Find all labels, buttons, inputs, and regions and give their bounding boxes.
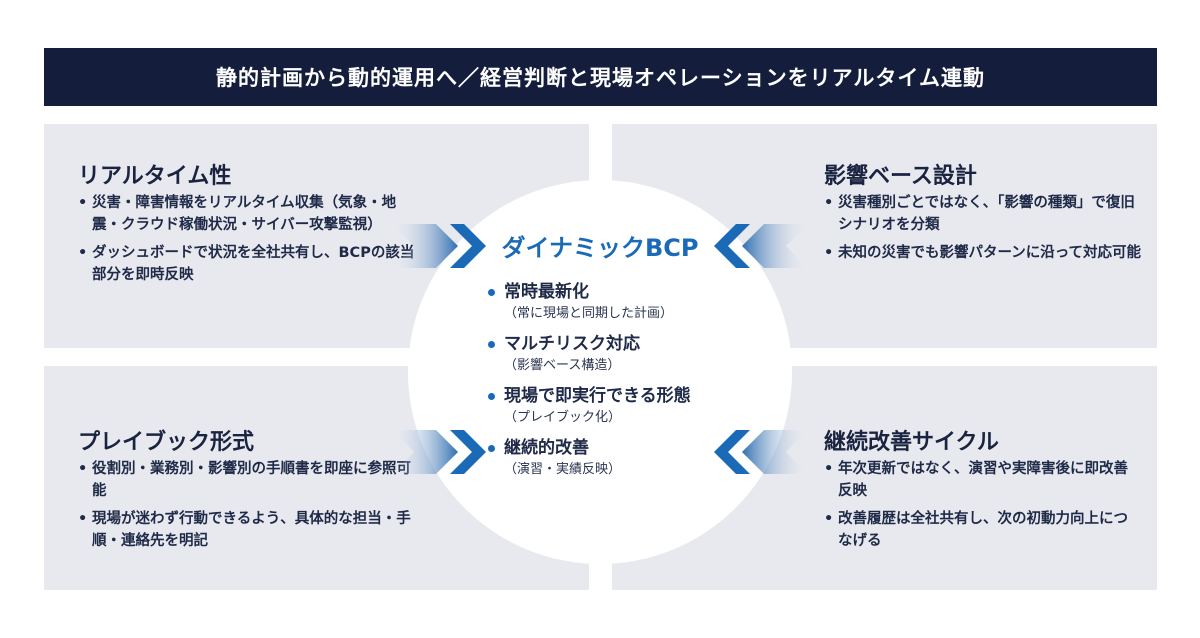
arrow-bottom-left-icon xyxy=(392,430,486,474)
center-item: 現場で即実行できる形態 （プレイブック化） xyxy=(486,384,691,428)
center-item-sub: （影響ベース構造） xyxy=(504,358,621,373)
center-item-main: 現場で即実行できる形態 xyxy=(486,384,691,408)
arrow-top-right-icon xyxy=(714,224,808,268)
realtime-bullet-list: 災害・障害情報をリアルタイム収集（気象・地震・クラウド稼働状況・サイバー攻撃監視… xyxy=(76,192,416,292)
center-item: マルチリスク対応 （影響ベース構造） xyxy=(486,332,691,376)
center-title: ダイナミックBCP xyxy=(501,234,699,262)
header-banner: 静的計画から動的運用へ／経営判断と現場オペレーションをリアルタイム連動 xyxy=(44,48,1157,106)
arrow-bottom-right-icon xyxy=(714,430,808,474)
impact-bullet-list: 災害種別ごとではなく、「影響の種類」で復旧シナリオを分類 未知の災害でも影響パタ… xyxy=(822,192,1142,270)
center-item-sub: （常に現場と同期した計画） xyxy=(504,306,674,321)
bullet-item: 災害種別ごとではなく、「影響の種類」で復旧シナリオを分類 xyxy=(822,192,1142,236)
panel-title-realtime: リアルタイム性 xyxy=(78,164,232,189)
bullet-item: ダッシュボードで状況を全社共有し、BCPの該当部分を即時反映 xyxy=(76,242,416,286)
improvement-bullet-list: 年次更新ではなく、演習や実障害後に即改善反映 改善履歴は全社共有し、次の初動力向… xyxy=(822,458,1142,558)
panel-title-playbook: プレイブック形式 xyxy=(78,430,255,455)
center-item-list: 常時最新化 （常に現場と同期した計画） マルチリスク対応 （影響ベース構造） 現… xyxy=(486,280,691,488)
center-item: 継続的改善 （演習・実績反映） xyxy=(486,436,691,480)
center-item-main: 常時最新化 xyxy=(486,280,691,304)
bullet-item: 改善履歴は全社共有し、次の初動力向上につなげる xyxy=(822,508,1142,552)
center-item: 常時最新化 （常に現場と同期した計画） xyxy=(486,280,691,324)
panel-title-impact-based: 影響ベース設計 xyxy=(824,164,977,189)
center-item-sub: （演習・実績反映） xyxy=(504,462,622,477)
banner-title: 静的計画から動的運用へ／経営判断と現場オペレーションをリアルタイム連動 xyxy=(216,66,985,90)
center-item-main: マルチリスク対応 xyxy=(486,332,691,356)
playbook-bullet-list: 役割別・業務別・影響別の手順書を即座に参照可能 現場が迷わず行動できるよう、具体… xyxy=(76,458,416,558)
bullet-item: 現場が迷わず行動できるよう、具体的な担当・手順・連絡先を明記 xyxy=(76,508,416,552)
bullet-item: 役割別・業務別・影響別の手順書を即座に参照可能 xyxy=(76,458,416,502)
bullet-item: 災害・障害情報をリアルタイム収集（気象・地震・クラウド稼働状況・サイバー攻撃監視… xyxy=(76,192,416,236)
panel-title-improvement: 継続改善サイクル xyxy=(824,430,999,455)
bullet-item: 未知の災害でも影響パターンに沿って対応可能 xyxy=(822,242,1142,264)
center-item-main: 継続的改善 xyxy=(486,436,691,460)
center-item-sub: （プレイブック化） xyxy=(504,410,622,425)
arrow-top-left-icon xyxy=(392,224,486,268)
bullet-item: 年次更新ではなく、演習や実障害後に即改善反映 xyxy=(822,458,1142,502)
